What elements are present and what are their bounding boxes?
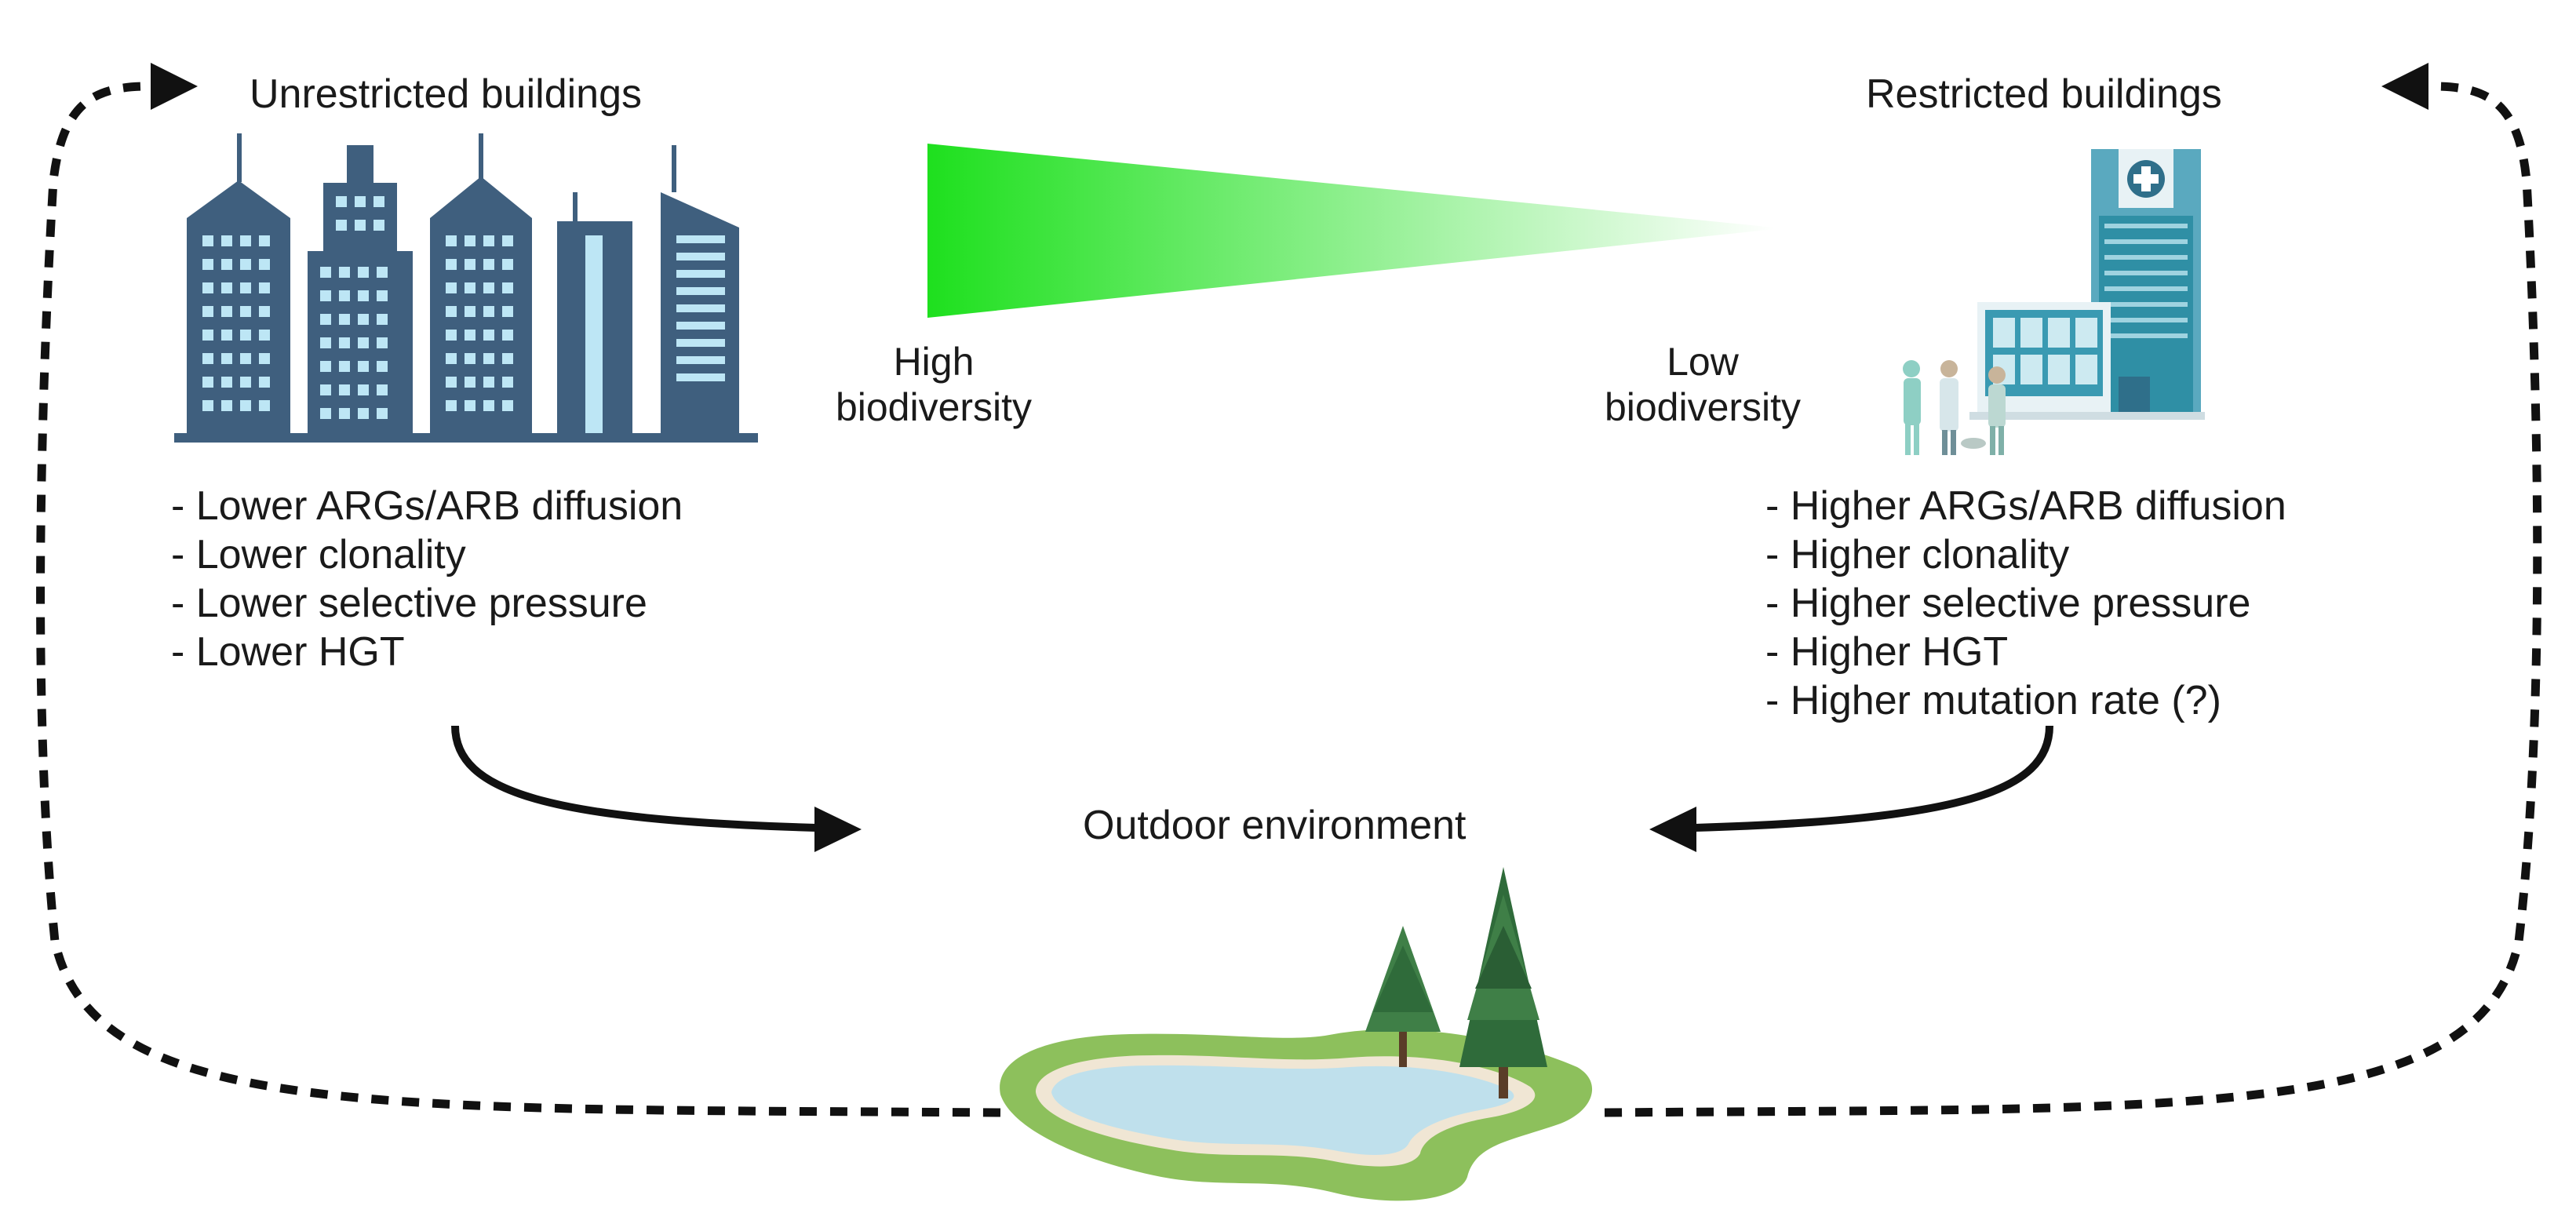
list-item: - Higher selective pressure xyxy=(1765,581,2251,626)
list-item: - Higher mutation rate (?) xyxy=(1765,678,2221,723)
dashed-arrow-right xyxy=(1604,82,2542,1117)
dashed-arrow-left-head xyxy=(151,63,198,110)
biodiversity-gradient xyxy=(927,144,1775,318)
left-group-title: Unrestricted buildings xyxy=(250,71,643,117)
list-item: - Higher ARGs/ARB diffusion xyxy=(1765,483,2286,529)
solid-arrow-right-head xyxy=(1649,807,1696,852)
left-properties-list: - Lower ARGs/ARB diffusion - Lower clona… xyxy=(171,482,683,676)
high-biodiversity-label: High biodiversity xyxy=(835,340,1033,429)
solid-arrow-left xyxy=(451,725,817,832)
solid-arrow-left-head xyxy=(814,807,862,852)
list-item: - Lower ARGs/ARB diffusion xyxy=(171,483,683,529)
right-properties-list: - Higher ARGs/ARB diffusion - Higher clo… xyxy=(1765,482,2286,725)
outdoor-environment-title: Outdoor environment xyxy=(1083,803,1467,848)
list-item: - Higher clonality xyxy=(1765,532,2070,577)
list-item: - Lower selective pressure xyxy=(171,581,647,626)
right-group-title: Restricted buildings xyxy=(1866,71,2222,117)
solid-arrow-right xyxy=(1694,725,2053,832)
hospital-icon xyxy=(1903,149,2205,455)
low-biodiversity-label: Low biodiversity xyxy=(1604,340,1802,429)
pond-with-trees-icon xyxy=(1000,867,1593,1201)
dashed-arrow-right-head xyxy=(2381,63,2428,110)
city-windows xyxy=(202,196,725,433)
list-item: - Lower HGT xyxy=(171,629,405,675)
list-item: - Lower clonality xyxy=(171,532,466,577)
list-item: - Higher HGT xyxy=(1765,629,2009,675)
dashed-arrow-left xyxy=(36,82,1001,1117)
